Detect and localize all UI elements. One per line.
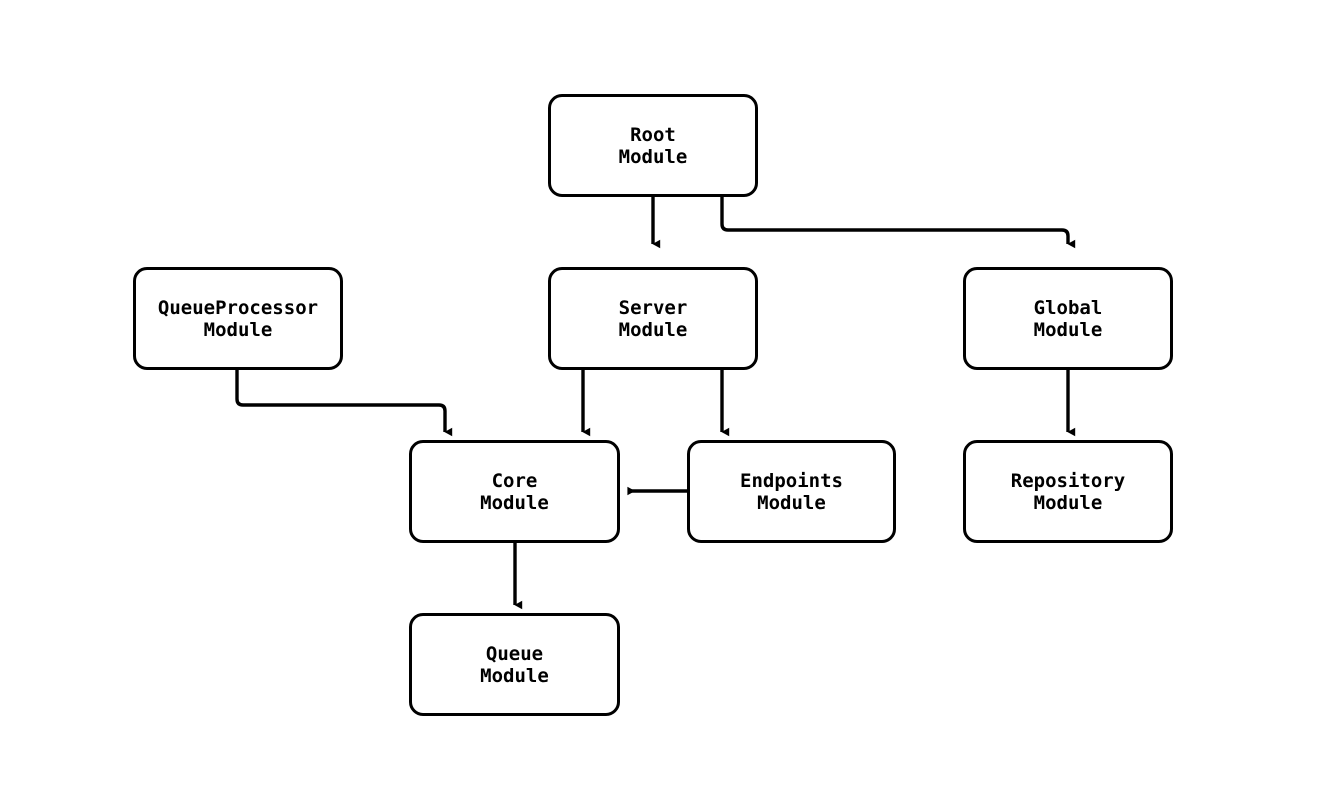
node-queue-module-label: Queue Module bbox=[480, 642, 549, 687]
node-queueprocessor-module[interactable]: QueueProcessor Module bbox=[133, 267, 343, 370]
node-root-module[interactable]: Root Module bbox=[548, 94, 758, 197]
edge-queueprocessor-to-core bbox=[235, 370, 453, 437]
node-endpoints-module[interactable]: Endpoints Module bbox=[687, 440, 896, 543]
node-root-module-label: Root Module bbox=[618, 123, 688, 168]
node-repository-module[interactable]: Repository Module bbox=[963, 440, 1173, 543]
node-repository-module-label: Repository Module bbox=[1010, 469, 1126, 514]
node-core-module-label: Core Module bbox=[480, 469, 549, 514]
node-global-module-label: Global Module bbox=[1033, 296, 1103, 341]
node-server-module-label: Server Module bbox=[618, 296, 688, 341]
node-core-module[interactable]: Core Module bbox=[409, 440, 620, 543]
node-server-module[interactable]: Server Module bbox=[548, 267, 758, 370]
node-global-module[interactable]: Global Module bbox=[963, 267, 1173, 370]
edge-root-to-global bbox=[720, 197, 1076, 249]
node-endpoints-module-label: Endpoints Module bbox=[740, 469, 843, 514]
node-queue-module[interactable]: Queue Module bbox=[409, 613, 620, 716]
node-queueprocessor-module-label: QueueProcessor Module bbox=[157, 296, 319, 341]
